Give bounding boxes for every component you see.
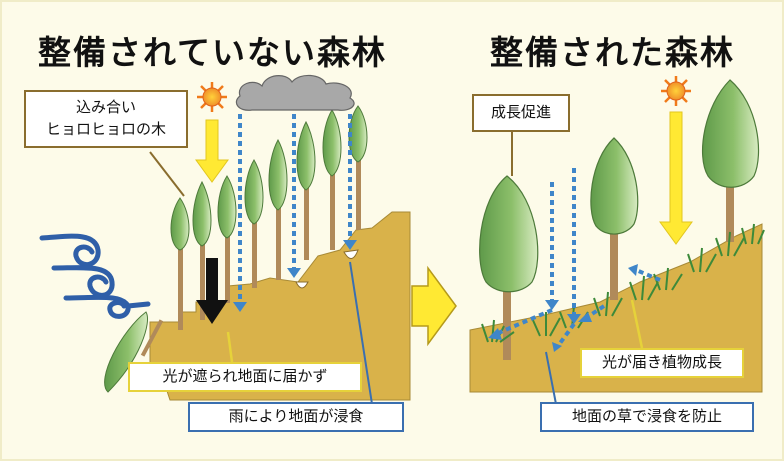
leader-line [226, 331, 234, 363]
tree-trunk [726, 180, 734, 242]
blocked-light-arrow-icon [196, 258, 228, 324]
leader-line [630, 299, 644, 349]
light-arrow-icon [195, 119, 229, 183]
left-panel-title: 整備されていない森林 [38, 33, 388, 72]
healthy-tree [479, 175, 539, 293]
leader-line [149, 151, 185, 197]
leader-line [349, 261, 373, 405]
callout-rain-erosion: 雨により地面が浸食 [188, 402, 404, 432]
rain-arrows [233, 114, 357, 312]
transition-arrow-icon [411, 265, 457, 347]
callout-crowded-trees: 込み合い ヒョロヒョロの木 [24, 90, 188, 148]
erosion-notch [295, 281, 309, 289]
tree-trunk [610, 220, 618, 300]
erosion-notch [343, 249, 359, 259]
tree-trunk [503, 270, 511, 360]
sun-icon [197, 82, 227, 112]
rain-arrows [488, 168, 661, 352]
callout-light-blocked: 光が遮られ地面に届かず [128, 362, 362, 392]
wind-icon [39, 233, 151, 319]
crowded-trees [170, 105, 368, 330]
leader-line [545, 351, 557, 405]
right-panel-title: 整備された森林 [490, 33, 735, 72]
left-forest-scene [39, 74, 411, 405]
callout-growth-promotion: 成長促進 [472, 94, 570, 132]
callout-plant-growth: 光が届き植物成長 [580, 348, 744, 378]
callout-grass-prevents-erosion: 地面の草で浸食を防止 [540, 402, 754, 432]
sun-icon [661, 76, 691, 106]
cloud-icon [235, 74, 355, 111]
fallen-tree-icon [104, 311, 164, 393]
light-arrow-icon [659, 111, 693, 245]
grass-tufts [481, 223, 765, 343]
healthy-tree [590, 137, 639, 235]
healthy-tree [702, 79, 760, 188]
